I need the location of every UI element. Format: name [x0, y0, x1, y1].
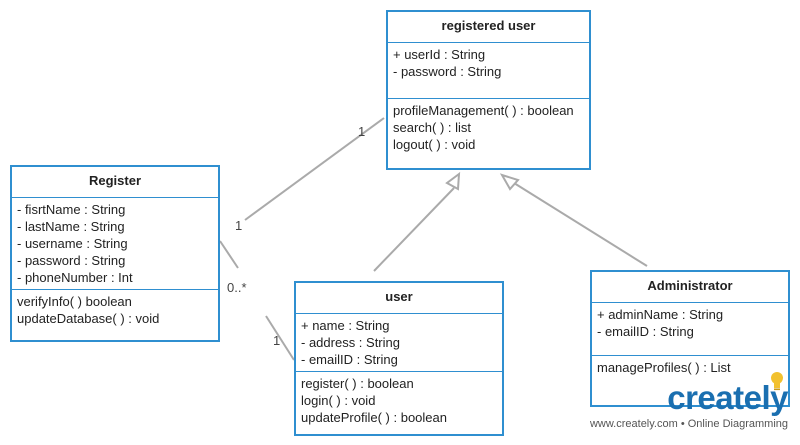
class-register[interactable]: Register - fisrtName : String - lastName… — [10, 165, 220, 342]
attribute-row: - username : String — [17, 236, 128, 251]
operations-section: manageProfiles( ) : List — [592, 356, 788, 379]
attribute-row: - fisrtName : String — [17, 202, 126, 217]
multiplicity-label: 1 — [358, 124, 366, 139]
lightbulb-icon — [770, 372, 783, 391]
attribute-row: + name : String — [301, 318, 390, 333]
multiplicity-label: 1 — [273, 333, 281, 348]
operation-row: updateDatabase( ) : void — [17, 311, 160, 326]
operations-section: verifyInfo( ) boolean updateDatabase( ) … — [12, 290, 218, 330]
operation-row: logout( ) : void — [393, 137, 476, 152]
logo-text: creately — [667, 379, 788, 416]
attribute-row: - lastName : String — [17, 219, 125, 234]
class-name: Register — [12, 167, 218, 198]
class-user[interactable]: user + name : String - address : String … — [294, 281, 504, 436]
generalization-user-line[interactable] — [373, 187, 455, 272]
operation-row: updateProfile( ) : boolean — [301, 410, 447, 425]
operations-section: profileManagement( ) : boolean search( )… — [388, 99, 589, 156]
operation-row: register( ) : boolean — [301, 376, 414, 391]
operation-row: verifyInfo( ) boolean — [17, 294, 132, 309]
class-name: Administrator — [592, 272, 788, 303]
attributes-section: + adminName : String - emailID : String — [592, 303, 788, 356]
association-register-user-segment-a[interactable] — [219, 240, 239, 269]
multiplicity-label: 1 — [235, 218, 243, 233]
generalization-arrowhead-administrator — [499, 173, 520, 191]
attribute-row: - address : String — [301, 335, 400, 350]
multiplicity-label: 0..* — [227, 280, 247, 295]
operation-row: login( ) : void — [301, 393, 376, 408]
operation-row: search( ) : list — [393, 120, 472, 135]
class-administrator[interactable]: Administrator + adminName : String - ema… — [590, 270, 790, 407]
class-name: user — [296, 283, 502, 314]
generalization-administrator-line[interactable] — [513, 182, 648, 267]
attributes-section: + userId : String - password : String — [388, 43, 589, 99]
operation-row: manageProfiles( ) : List — [597, 360, 731, 375]
operations-section: register( ) : boolean login( ) : void up… — [296, 372, 502, 429]
class-name: registered user — [388, 12, 589, 43]
attributes-section: + name : String - address : String - ema… — [296, 314, 502, 372]
operation-row: profileManagement( ) : boolean — [393, 103, 574, 118]
attribute-row: - password : String — [393, 64, 502, 79]
generalization-arrowhead-user — [445, 171, 461, 191]
attribute-row: + userId : String — [393, 47, 486, 62]
attribute-row: - phoneNumber : Int — [17, 270, 133, 285]
attribute-row: + adminName : String — [597, 307, 724, 322]
attribute-row: - password : String — [17, 253, 126, 268]
attribute-row: - emailID : String — [301, 352, 398, 367]
association-register-registered-user[interactable] — [244, 117, 385, 221]
association-register-user-segment-b[interactable] — [265, 315, 295, 361]
creately-logo[interactable]: creately — [590, 372, 788, 416]
creately-branding: creately www.creately.com • Online Diagr… — [589, 372, 788, 430]
attributes-section: - fisrtName : String - lastName : String… — [12, 198, 218, 290]
attribute-row: - emailID : String — [597, 324, 694, 339]
class-registered-user[interactable]: registered user + userId : String - pass… — [386, 10, 591, 170]
tagline: www.creately.com • Online Diagramming — [589, 418, 788, 430]
